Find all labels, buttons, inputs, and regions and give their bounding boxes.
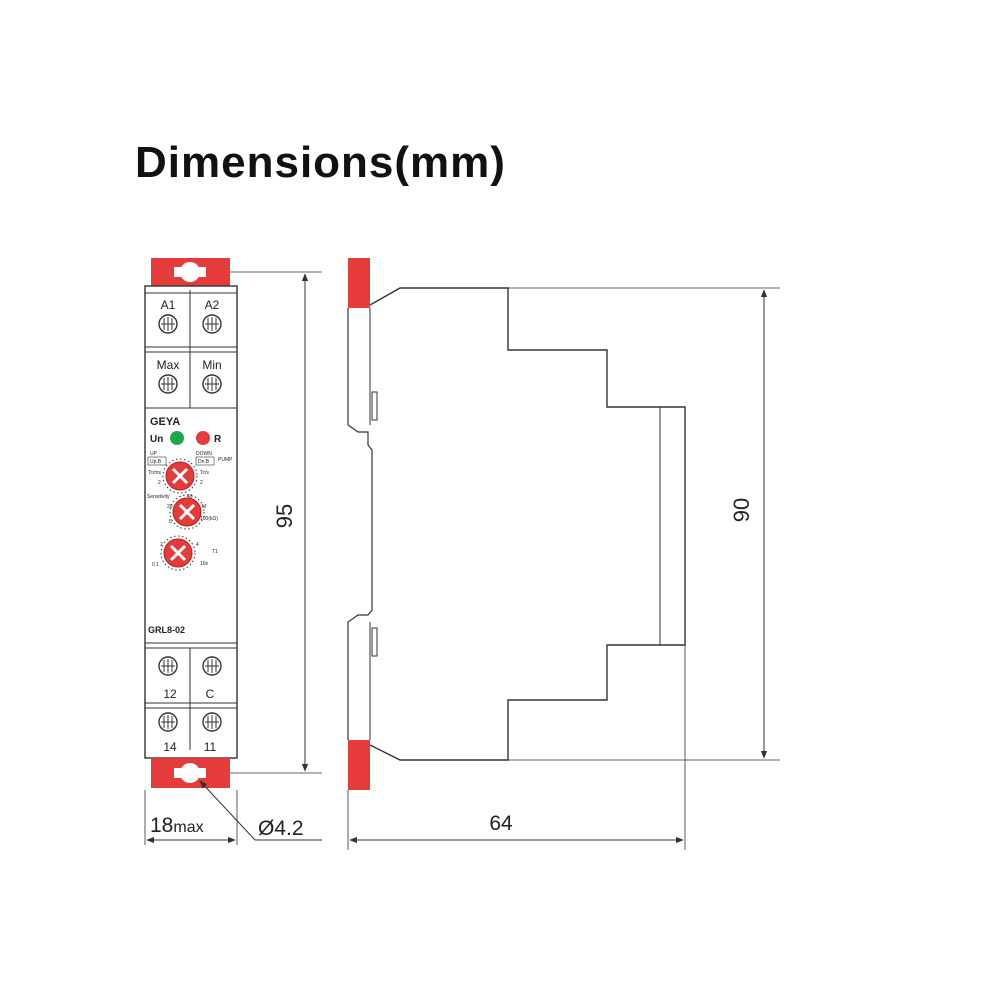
screw-icon: [202, 656, 222, 676]
knob1-tick: Tc/s: [200, 470, 209, 476]
mode-label-up: UP: [150, 451, 158, 457]
screw-icon: [202, 314, 222, 334]
brand-logo: GEYA: [150, 416, 180, 428]
led-label-un: Un: [150, 434, 163, 445]
dimension-label-18: 18: [150, 814, 173, 837]
model-label: GRL8-02: [148, 625, 185, 635]
mode-label-down: DOWN: [196, 451, 212, 457]
terminal-label-c: C: [206, 687, 215, 701]
terminal-label-a1: A1: [161, 298, 176, 312]
screw-icon: [158, 314, 178, 334]
power-led: [170, 431, 184, 445]
mode-label-pump: PUMP: [218, 457, 233, 463]
knob2-tick: 40: [187, 494, 193, 500]
knob1-tick: 2: [158, 480, 161, 486]
side-top-clip: [348, 258, 370, 308]
knob3-tick: 0.1: [152, 562, 159, 568]
dimension-width-front: 18max Ø4.2: [144, 780, 322, 845]
knob2-tick: 100(kΩ): [200, 516, 218, 522]
knob1-tick: 2: [200, 480, 203, 486]
knob2-tick: M: [202, 504, 206, 510]
terminal-label-a2: A2: [205, 298, 220, 312]
knob2-tick: 5: [169, 519, 172, 525]
mode-box-up: Up.B: [150, 459, 162, 465]
knob3-tick: T1: [212, 549, 218, 555]
terminal-label-11: 11: [204, 740, 217, 754]
knob3-tick: 2: [160, 542, 163, 548]
terminal-label-max: Max: [157, 358, 180, 372]
side-view: [347, 258, 686, 790]
knob1-tick: Tc/ms: [148, 470, 162, 476]
knob2-tick: 20: [167, 504, 173, 510]
screw-icon: [158, 656, 178, 676]
dimension-label-90: 90: [729, 498, 754, 522]
side-bottom-clip: [348, 740, 370, 790]
dimension-label-max: max: [173, 819, 203, 836]
terminal-label-min: Min: [202, 358, 221, 372]
led-label-r: R: [214, 434, 222, 445]
terminal-label-12: 12: [163, 687, 177, 701]
dimension-label-hole: Ø4.2: [258, 817, 304, 840]
dimension-90: 90: [400, 287, 780, 761]
knob3-tick: 10s: [200, 561, 209, 567]
dimension-64: 64: [347, 645, 686, 850]
relay-led: [196, 431, 210, 445]
dimension-95: 95: [230, 271, 322, 774]
screw-icon: [202, 374, 222, 394]
page-title: Dimensions(mm): [135, 138, 506, 187]
front-view: A1 A2 Max Min GEYA Un R UP DOWN PUMP Up.…: [144, 258, 238, 788]
svg-text:18max: 18max: [150, 814, 204, 837]
mode-box-down: Dn.B: [198, 459, 210, 465]
dimension-label-64: 64: [489, 812, 513, 835]
terminal-label-14: 14: [163, 740, 177, 754]
screw-icon: [158, 712, 178, 732]
dimension-label-95: 95: [272, 504, 297, 528]
screw-icon: [202, 712, 222, 732]
screw-icon: [158, 374, 178, 394]
sensitivity-label: Sensitivity: [147, 494, 170, 500]
knob3-tick: 4: [196, 542, 199, 548]
